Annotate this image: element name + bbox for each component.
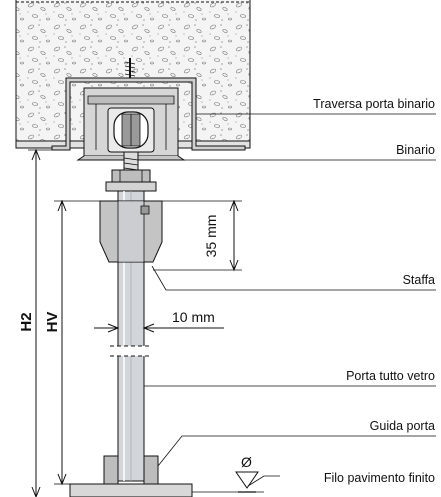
hv-label: HV xyxy=(44,312,61,333)
h2-dimension xyxy=(28,148,60,497)
h2-label: H2 xyxy=(18,312,35,331)
diameter-symbol: Ø xyxy=(241,454,252,470)
fixing-screw xyxy=(124,58,136,78)
hv-dimension xyxy=(54,199,100,486)
label-binario: Binario xyxy=(396,143,435,157)
track-carrier-profile xyxy=(51,77,246,151)
hanger-bolt xyxy=(105,151,157,192)
10mm-label: 10 mm xyxy=(172,309,215,325)
label-porta-tutto-vetro: Porta tutto vetro xyxy=(346,369,435,383)
roller-carriage xyxy=(107,107,155,153)
label-guida-porta: Guida porta xyxy=(370,419,435,433)
label-staffa: Staffa xyxy=(403,273,435,287)
label-traversa-porta-binario: Traversa porta binario xyxy=(313,97,435,111)
concrete-ceiling xyxy=(15,0,251,142)
35mm-dimension xyxy=(153,199,242,272)
leader-lines xyxy=(144,113,436,487)
floor-level-symbol xyxy=(192,471,264,493)
floor-guide xyxy=(69,455,193,497)
35mm-label: 35 mm xyxy=(203,215,219,258)
label-filo-pavimento-finito: Filo pavimento finito xyxy=(324,471,435,485)
10mm-dimension xyxy=(94,323,224,333)
